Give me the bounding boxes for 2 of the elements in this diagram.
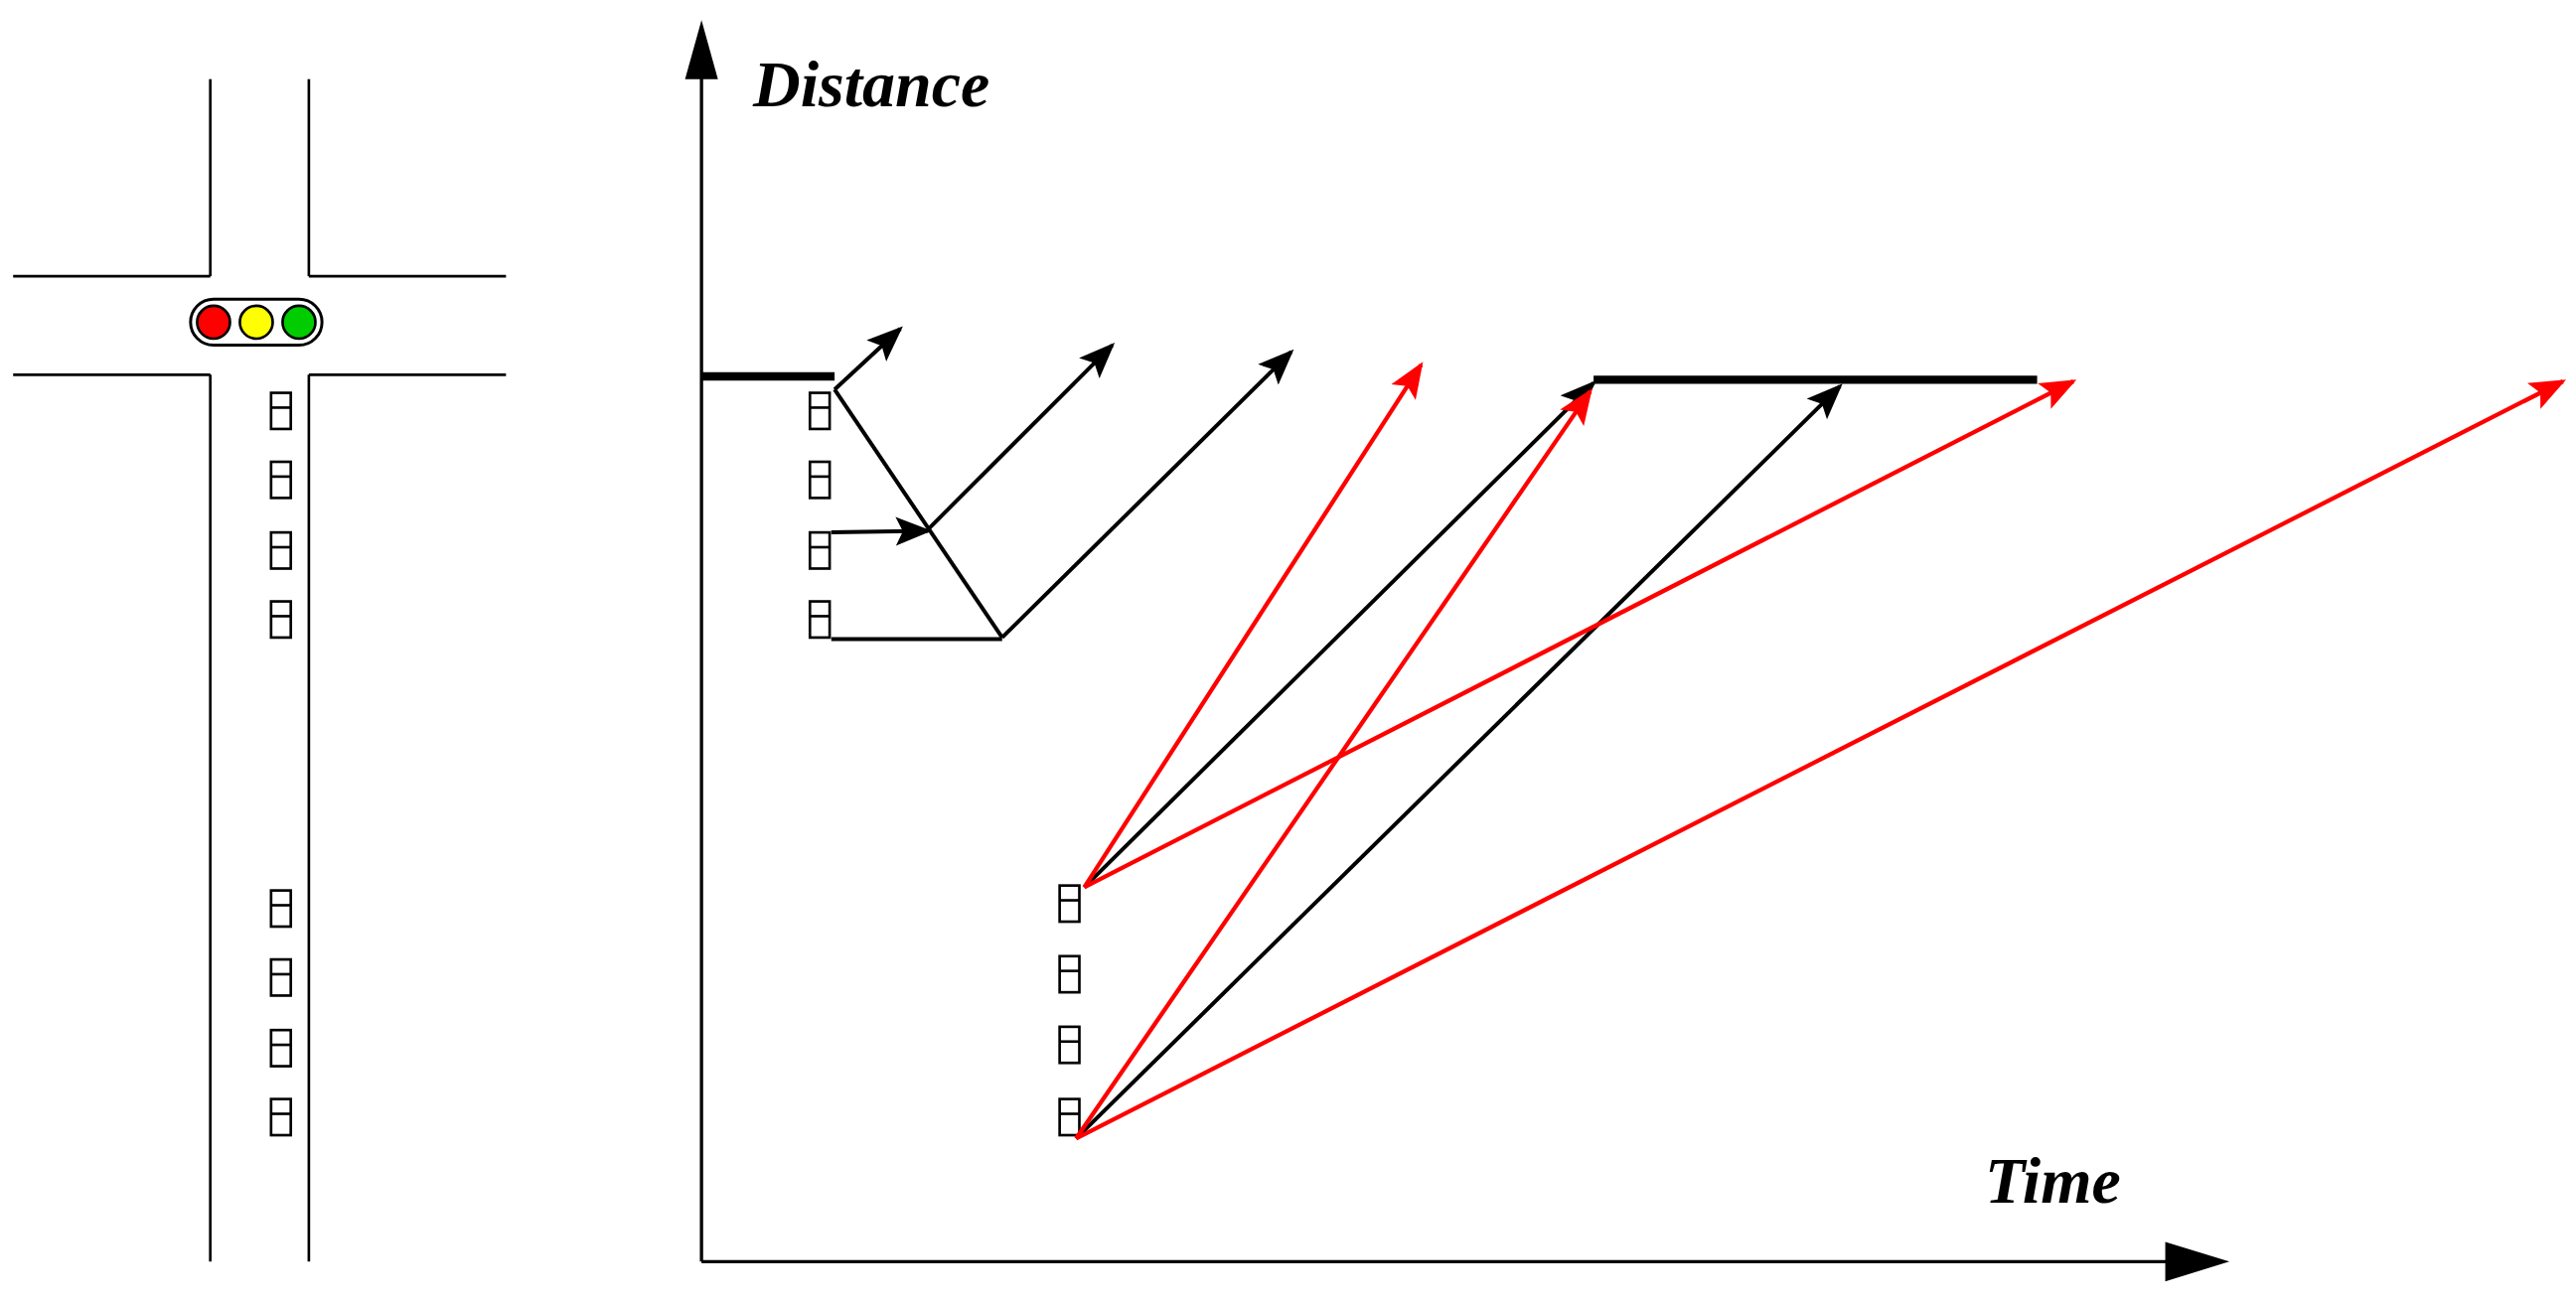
axis-label: Distance	[753, 52, 990, 117]
axis-label: Time	[1985, 1148, 2121, 1214]
